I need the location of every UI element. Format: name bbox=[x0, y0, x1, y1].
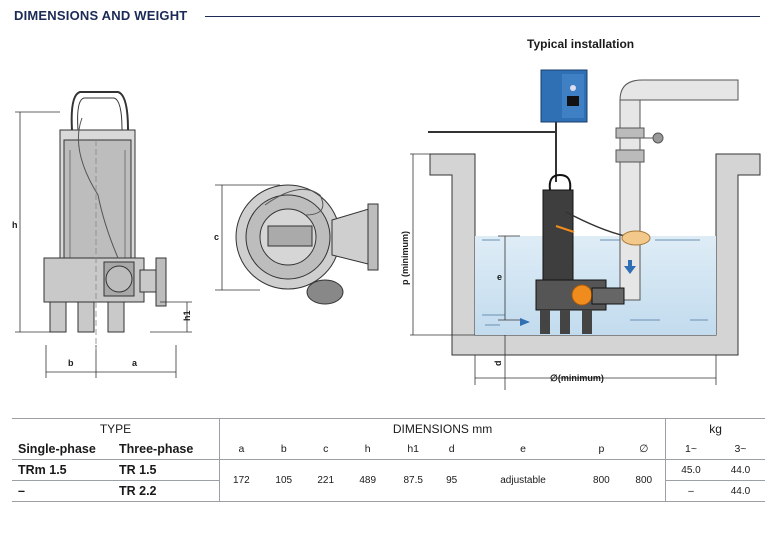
installed-pump bbox=[542, 189, 574, 286]
label-c: c bbox=[214, 232, 219, 242]
label-b: b bbox=[68, 358, 74, 368]
row1-single: TRm 1.5 bbox=[18, 463, 67, 477]
col-a: a bbox=[218, 439, 263, 460]
val-h1: 87.5 bbox=[403, 475, 423, 486]
label-h: h bbox=[12, 220, 18, 230]
label-diameter-minimum: ∅(minimum) bbox=[550, 373, 604, 383]
flow-up-arrow bbox=[624, 260, 636, 274]
section-heading: DIMENSIONS AND WEIGHT bbox=[14, 8, 188, 23]
label-p-minimum: p (minimum) bbox=[400, 231, 410, 285]
val-b: 105 bbox=[275, 475, 293, 486]
row2-kg1: – bbox=[665, 480, 716, 502]
dimensions-table: TYPE DIMENSIONS mm kg Single-phase Three… bbox=[12, 418, 765, 502]
col-kg-1ph: 1~ bbox=[665, 439, 716, 460]
pump-side-view bbox=[43, 91, 167, 333]
col-e: e bbox=[520, 443, 526, 455]
pump-top-view bbox=[235, 184, 379, 305]
val-d: 95 bbox=[446, 475, 458, 486]
float-switch bbox=[621, 230, 651, 246]
val-diameter: 800 bbox=[635, 475, 653, 486]
kg-header: kg bbox=[665, 418, 765, 439]
val-c: 221 bbox=[317, 475, 335, 486]
three-phase-header: Three-phase bbox=[119, 442, 194, 456]
col-diameter: ∅ bbox=[639, 443, 649, 455]
col-h1: h1 bbox=[407, 443, 420, 455]
type-header: TYPE bbox=[99, 422, 132, 436]
top-view-dimension-lines bbox=[215, 184, 280, 291]
label-d: d bbox=[493, 361, 503, 367]
single-phase-header: Single-phase bbox=[18, 442, 96, 456]
col-h: h bbox=[364, 443, 371, 455]
col-c: c bbox=[323, 443, 329, 455]
col-p: p bbox=[598, 443, 605, 455]
side-view-dimension-lines bbox=[15, 111, 192, 378]
val-e: adjustable bbox=[500, 475, 546, 486]
row1-kg3: 44.0 bbox=[730, 464, 751, 476]
val-p: 800 bbox=[593, 475, 610, 486]
heading-rule bbox=[205, 16, 760, 17]
row1-three: TR 1.5 bbox=[119, 463, 157, 477]
row1-kg1: 45.0 bbox=[665, 459, 716, 481]
technical-drawings: h h1 b a c p (minimum) e d ∅(minimum) Ty… bbox=[12, 37, 761, 390]
label-h1: h1 bbox=[182, 310, 192, 321]
label-a: a bbox=[132, 358, 138, 368]
val-h: 489 bbox=[359, 475, 377, 486]
dimensions-header: DIMENSIONS mm bbox=[218, 418, 666, 439]
col-b: b bbox=[280, 443, 287, 455]
row2-kg3: 44.0 bbox=[730, 485, 751, 497]
installation-title: Typical installation bbox=[527, 37, 634, 51]
row2-single: – bbox=[18, 484, 25, 498]
label-e: e bbox=[497, 272, 502, 282]
row2-three: TR 2.2 bbox=[119, 484, 157, 498]
val-a: 172 bbox=[218, 459, 263, 502]
col-kg-3ph: 3~ bbox=[734, 443, 747, 455]
flow-in-arrow bbox=[520, 318, 530, 326]
installation-diagram bbox=[410, 69, 761, 390]
col-d: d bbox=[448, 443, 455, 455]
